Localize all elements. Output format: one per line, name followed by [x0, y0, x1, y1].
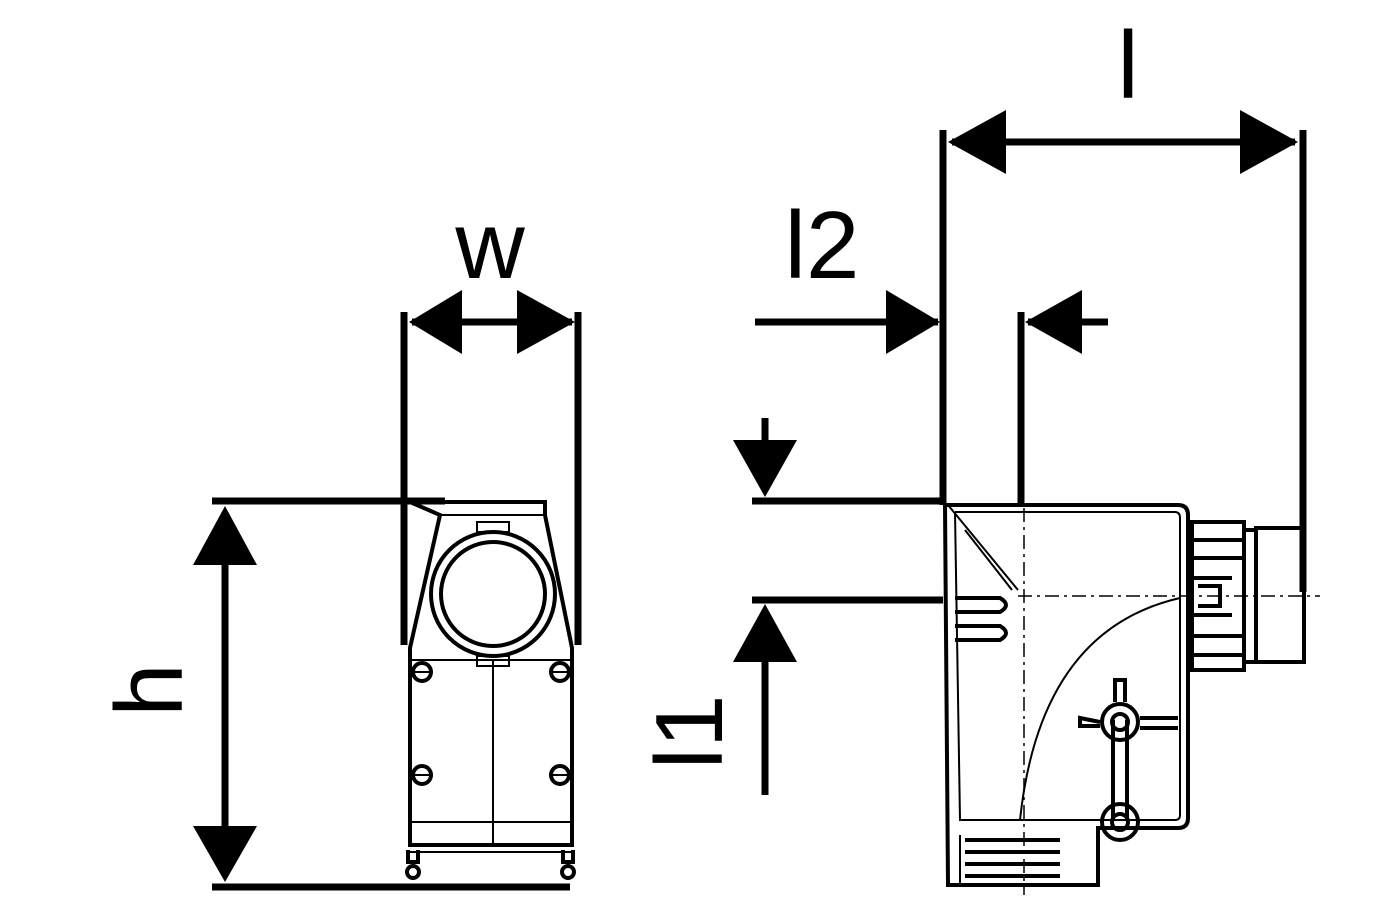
- screw-icon: [411, 764, 433, 786]
- label-w: w: [454, 192, 525, 299]
- front-foot-pin-left: [405, 864, 421, 880]
- side-locking-lever: [1078, 678, 1178, 842]
- screw-icon: [549, 764, 571, 786]
- side-view: l l2 l1: [636, 12, 1320, 895]
- front-housing-outline: [408, 500, 574, 847]
- front-cable-entry-inner: [439, 540, 547, 648]
- arrow-left-icon: [409, 290, 462, 354]
- label-h: h: [96, 663, 203, 716]
- arrow-down-icon: [193, 826, 257, 882]
- side-cable-gland: [1190, 520, 1306, 672]
- arrow-right-icon: [886, 290, 940, 354]
- side-inner-arc: [1019, 597, 1181, 821]
- front-view: w h: [96, 192, 582, 891]
- gland-cap: [1254, 526, 1306, 664]
- label-l: l: [1117, 12, 1138, 119]
- front-cable-entry-outer: [429, 530, 557, 658]
- side-latch-pin-lower: [955, 624, 1008, 642]
- screw-icon: [549, 661, 571, 683]
- side-chamfer-inner: [964, 529, 1013, 591]
- arrow-right-icon: [517, 290, 575, 354]
- front-foot-left: [406, 850, 420, 864]
- label-l1: l1: [636, 695, 743, 770]
- front-ring-tab-bottom: [476, 655, 510, 667]
- side-housing-outline: [942, 503, 1190, 887]
- arrow-down-icon: [733, 440, 797, 497]
- side-bottom-clip: [959, 835, 1060, 885]
- side-housing-inner-outline: [954, 511, 1181, 821]
- screw-icon: [411, 661, 433, 683]
- arrow-up-icon: [733, 604, 797, 662]
- side-chamfer: [947, 504, 1019, 591]
- arrow-left-icon: [948, 110, 1006, 174]
- front-foot-pin-right: [560, 864, 576, 880]
- front-ring-tab-top: [476, 521, 510, 533]
- arrow-up-icon: [193, 506, 257, 565]
- arrow-right-icon: [1240, 110, 1298, 174]
- arrow-left-icon: [1025, 290, 1082, 354]
- label-l2: l2: [785, 192, 860, 299]
- side-latch-pin-upper: [955, 596, 1008, 614]
- front-screws: [411, 661, 571, 786]
- front-foot-right: [561, 850, 575, 864]
